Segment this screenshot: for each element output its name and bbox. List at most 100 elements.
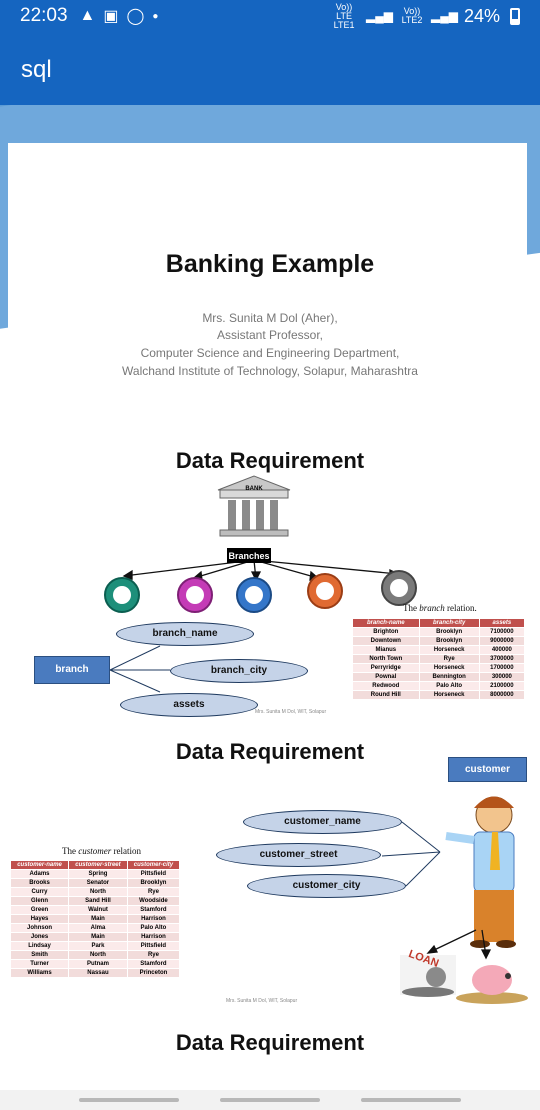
- table-cell: Williams: [9, 968, 70, 978]
- table-cell: 7100000: [478, 627, 526, 637]
- attribute-customer-street: customer_street: [216, 843, 381, 867]
- table-cell: Pownal: [352, 672, 420, 682]
- table-cell: Stamford: [126, 905, 181, 915]
- branch-diagram: [104, 475, 417, 693]
- table-cell: Brooklyn: [418, 627, 480, 637]
- branches-tag: [227, 548, 271, 563]
- table-cell: Rye: [126, 950, 181, 960]
- section-title: Data Requirement: [175, 739, 365, 764]
- attribute-customer-name: customer_name: [243, 810, 402, 834]
- app-title: sql: [21, 56, 52, 83]
- nav-back-pill[interactable]: [79, 1098, 179, 1102]
- table-cell: Palo Alto: [126, 923, 181, 933]
- table-cell: Green: [9, 905, 70, 915]
- table-cell: Adams: [9, 869, 70, 879]
- table-cell: Mianus: [352, 645, 420, 655]
- table-cell: Redwood: [352, 681, 420, 691]
- watermark: Mrs. Sunita M Dol, WIT, Solapur: [226, 998, 298, 1004]
- bank-icon: [217, 475, 291, 537]
- table-cell: Horseneck: [418, 645, 480, 655]
- table-cell: Harrison: [126, 932, 181, 942]
- image-icon: ▣: [103, 8, 119, 25]
- table-cell: Curry: [9, 887, 70, 897]
- piggy-bank-icon: [456, 965, 528, 1004]
- table-cell: Horseneck: [418, 690, 480, 700]
- warning-icon: ▲: [79, 7, 96, 24]
- loan-icon: [400, 955, 456, 997]
- sim2-label: Vo)) LTE2: [401, 6, 423, 25]
- section-title: Data Requirement: [175, 1030, 365, 1055]
- author-line: Assistant Professor,: [216, 328, 324, 342]
- table-cell: Spring: [68, 869, 128, 879]
- branches-label: Branches: [228, 551, 270, 561]
- table-cell: Johnson: [9, 923, 70, 933]
- table-cell: Hayes: [9, 914, 70, 924]
- relation-caption: The customer relation: [62, 846, 141, 856]
- gesture-bar: [0, 1090, 540, 1110]
- battery-icon: [510, 7, 520, 25]
- table-cell: Downtown: [352, 636, 420, 646]
- author-line: Mrs. Sunita M Dol (Aher),: [202, 311, 338, 325]
- slide-heading: Banking Example: [165, 250, 375, 278]
- nav-recent-pill[interactable]: [361, 1098, 461, 1102]
- table-cell: Smith: [9, 950, 70, 960]
- table-cell: 9000000: [478, 636, 526, 646]
- table-cell: 1700000: [478, 663, 526, 673]
- table-cell: Lindsay: [9, 941, 70, 951]
- entity-customer: customer: [448, 757, 527, 782]
- table-cell: Brooks: [9, 878, 70, 888]
- customer-diagram: [381, 796, 528, 1004]
- table-cell: 400000: [478, 645, 526, 655]
- table-cell: Park: [68, 941, 128, 951]
- author-line: Walchand Institute of Technology, Solapu…: [122, 364, 418, 378]
- battery-percent: 24%: [463, 5, 500, 26]
- nav-home-pill[interactable]: [220, 1098, 320, 1102]
- table-cell: Alma: [68, 923, 128, 933]
- table-cell: Rye: [126, 887, 181, 897]
- whatsapp-icon: ◯: [126, 8, 145, 25]
- column-header: branch-name: [352, 618, 420, 628]
- table-cell: Pittsfield: [126, 869, 181, 879]
- sim1-label: Vo)) LTE LTE1: [333, 1, 355, 30]
- table-cell: Princeton: [126, 968, 181, 978]
- column-header: customer-city: [126, 860, 181, 870]
- table-cell: Woodside: [126, 896, 181, 906]
- status-bar: 22:03 ▲ ▣ ◯ ● Vo)) LTE LTE1 ▂▄▆ Vo)) LTE…: [0, 0, 540, 32]
- table-cell: North: [68, 887, 128, 897]
- table-cell: Bennington: [418, 672, 480, 682]
- loan-arrows: [426, 929, 492, 960]
- branch-icons: [104, 570, 417, 613]
- table-cell: Senator: [68, 878, 128, 888]
- customer-illustration: [445, 796, 516, 948]
- table-cell: Pittsfield: [126, 941, 181, 951]
- table-cell: Brighton: [352, 627, 420, 637]
- table-cell: North Town: [352, 654, 420, 664]
- author-line: Computer Science and Engineering Departm…: [140, 346, 400, 360]
- table-cell: Horseneck: [418, 663, 480, 673]
- er-lines: [109, 645, 170, 693]
- attribute-assets: assets: [120, 693, 258, 717]
- dot-icon: ●: [152, 10, 159, 22]
- column-header: customer-name: [9, 860, 70, 870]
- table-cell: Stamford: [126, 959, 181, 969]
- column-header: customer-street: [68, 860, 128, 870]
- bank-label: BANK: [245, 486, 263, 492]
- attribute-branch-city: branch_city: [170, 659, 308, 683]
- table-cell: Main: [68, 914, 128, 924]
- signal-icon: ▂▄▆: [366, 9, 393, 23]
